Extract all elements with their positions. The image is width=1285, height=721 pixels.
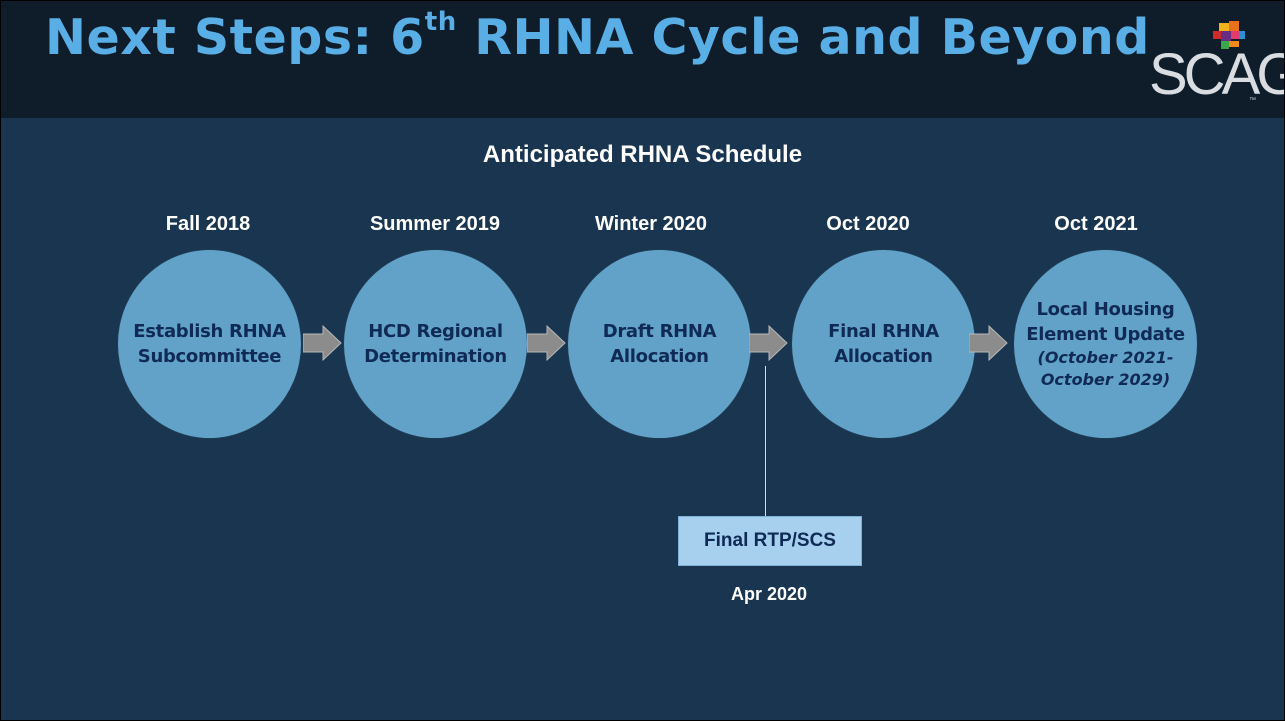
slide-title: Next Steps: 6th RHNA Cycle and Beyond [45,7,1150,66]
step-5-line-2: Element Update [1026,324,1185,345]
step-5-note-2: October 2029) [1040,370,1171,389]
step-1-line-2: Subcommittee [137,346,282,367]
step-2-date: Summer 2019 [369,213,501,235]
title-superscript: th [424,7,457,37]
step-2-line-1: HCD Regional [368,321,503,342]
title-bar: Next Steps: 6th RHNA Cycle and Beyond SC… [1,1,1284,118]
step-5-circle: Local Housing Element Update (October 20… [1013,249,1198,439]
step-3-date: Winter 2020 [594,213,708,235]
step-5-note-1: (October 2021- [1037,348,1174,367]
schedule-heading: Anticipated RHNA Schedule [482,141,803,168]
milestone-box: Final RTP/SCS [678,516,862,566]
logo-trademark: ™ [1249,97,1256,104]
step-1-line-1: Establish RHNA [133,321,286,342]
logo-text: SCAG [1149,42,1285,107]
step-4-date: Oct 2020 [826,213,910,235]
step-2-line-2: Determination [364,346,507,367]
arrow-icon [303,324,342,362]
arrow-icon [527,324,566,362]
logo-blocks-icon [1213,21,1245,49]
step-3-circle: Draft RHNA Allocation [567,249,752,439]
step-5-line-1: Local Housing [1036,299,1175,320]
step-2-circle: HCD Regional Determination [343,249,528,439]
step-3-line-1: Draft RHNA [602,321,717,342]
scag-logo: SCAG ™ [1149,19,1284,111]
step-1-date: Fall 2018 [165,213,251,235]
step-4-circle: Final RHNA Allocation [791,249,976,439]
title-rest: RHNA Cycle and Beyond [456,9,1150,66]
arrow-icon [969,324,1008,362]
step-4-line-2: Allocation [834,346,933,367]
milestone-date: Apr 2020 [730,584,808,604]
step-1-circle: Establish RHNA Subcommittee [117,249,302,439]
step-4-line-1: Final RHNA [828,321,939,342]
arrow-icon [749,324,788,362]
milestone-connector [765,366,766,516]
step-3-line-2: Allocation [610,346,709,367]
title-main: Next Steps: 6 [45,9,425,66]
step-5-date: Oct 2021 [1054,213,1138,235]
